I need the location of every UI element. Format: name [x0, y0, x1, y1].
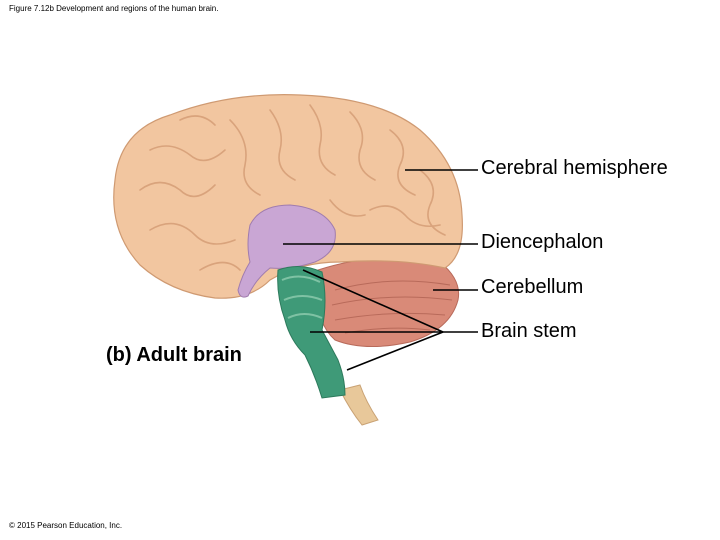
leader-brainstem-c [346, 331, 444, 371]
cerebrum-shape [113, 94, 463, 299]
cerebrum-gyri [139, 104, 446, 271]
leader-brainstem-a [302, 269, 444, 333]
figure-caption: Figure 7.12b Development and regions of … [9, 4, 219, 13]
cerebellum-shape [316, 257, 460, 348]
label-brain-stem: Brain stem [481, 320, 577, 342]
figure-subtitle: (b) Adult brain [106, 344, 242, 366]
label-cerebral-hemisphere: Cerebral hemisphere [481, 157, 668, 179]
leader-lines [283, 169, 478, 371]
spinal-cord [339, 384, 379, 426]
cerebellum-folia [331, 280, 453, 334]
label-diencephalon: Diencephalon [481, 231, 604, 253]
diencephalon-shape [237, 204, 336, 298]
label-cerebellum: Cerebellum [481, 276, 584, 298]
copyright-notice: © 2015 Pearson Education, Inc. [9, 521, 123, 530]
